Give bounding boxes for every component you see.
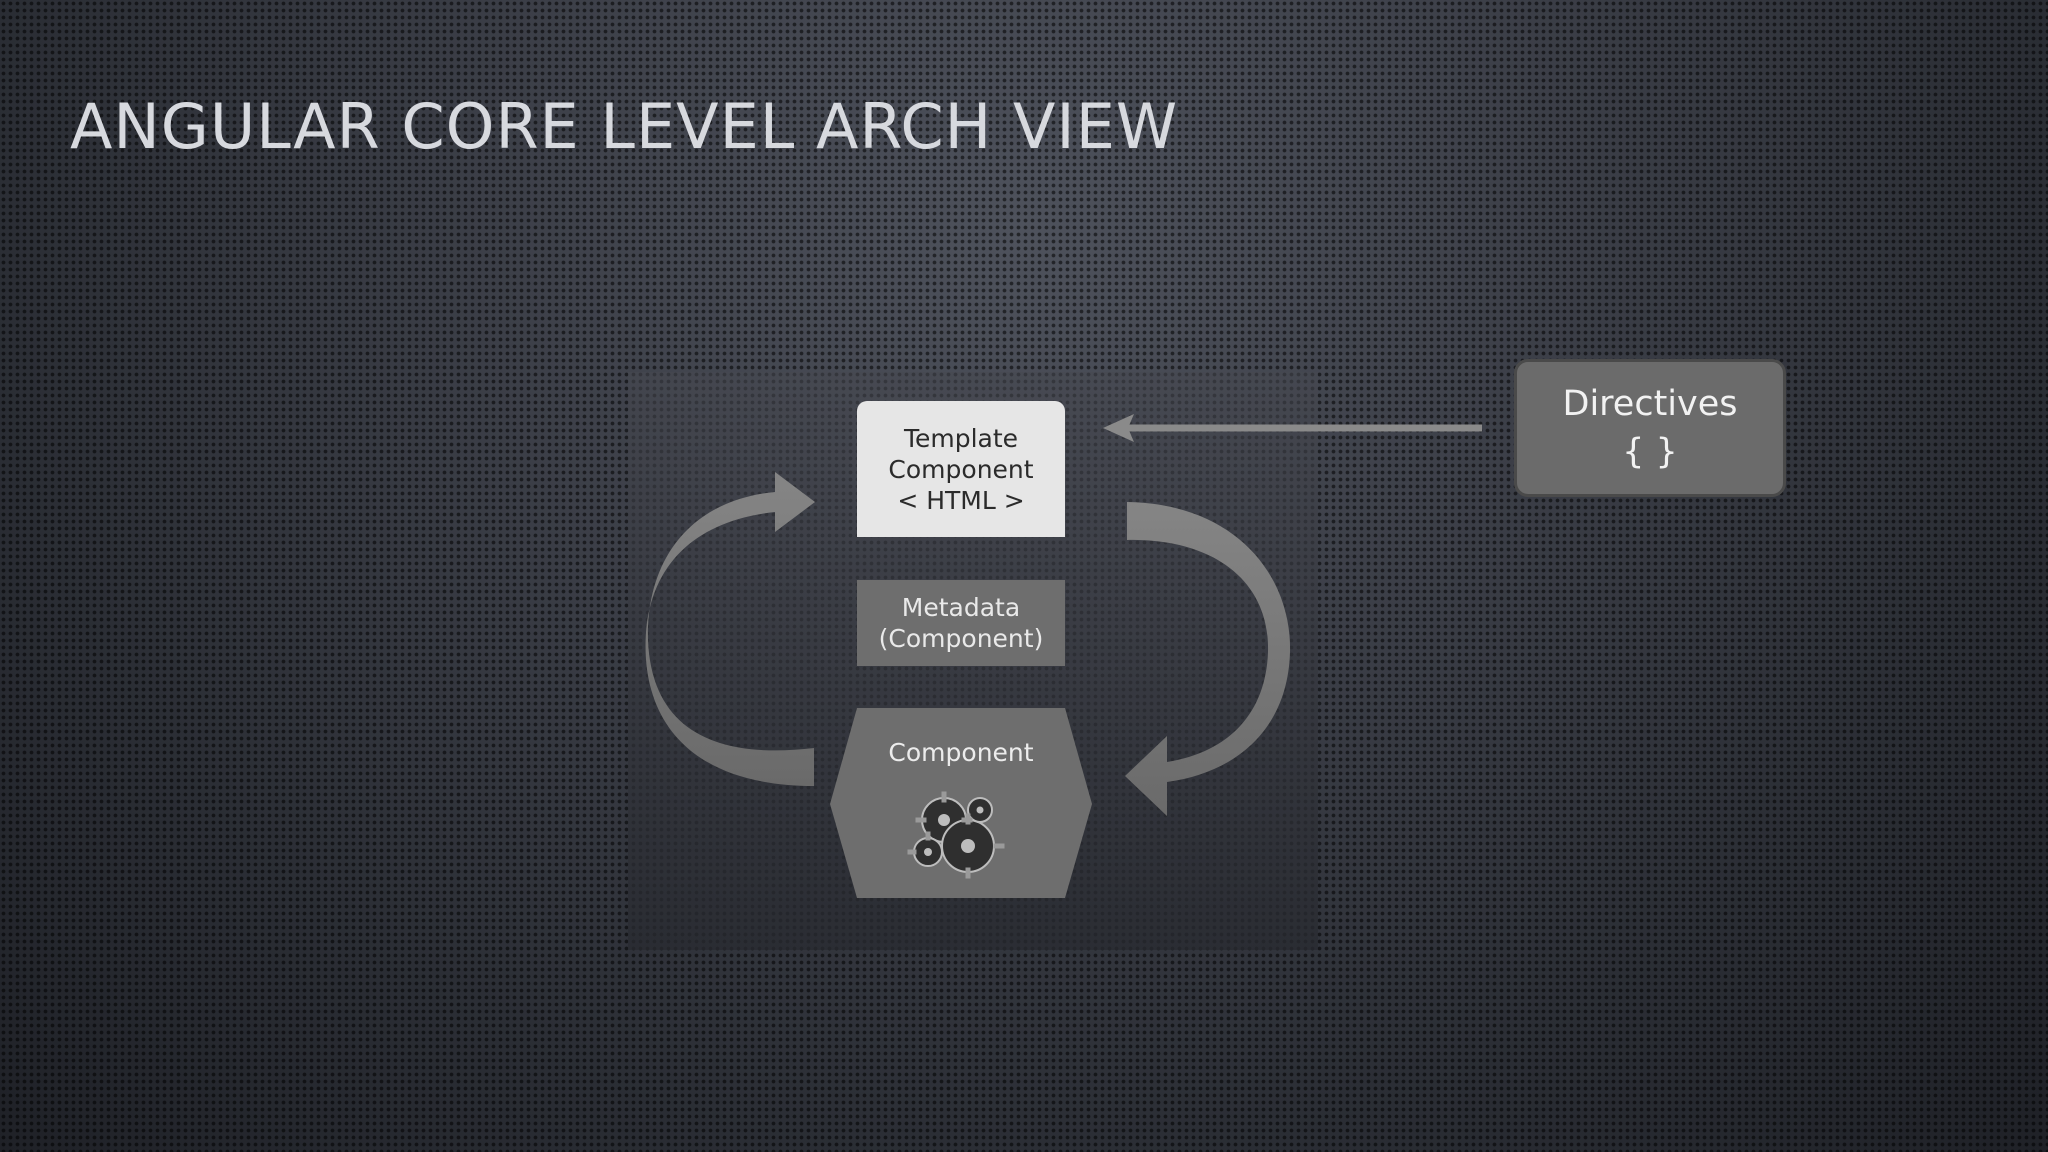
- metadata-component-box: Metadata (Component): [857, 580, 1065, 666]
- directives-box-line1: Directives: [1562, 384, 1738, 424]
- right-cycle-arrow: [1125, 502, 1291, 816]
- left-cycle-arrow: [645, 472, 815, 786]
- directives-box: Directives { }: [1514, 359, 1786, 497]
- metadata-box-line1: Metadata: [901, 593, 1021, 622]
- directives-box-line2: { }: [1622, 432, 1678, 472]
- component-label: Component: [888, 738, 1034, 767]
- template-box-line2: Component: [888, 454, 1034, 484]
- template-box-line3: < HTML >: [897, 485, 1025, 515]
- template-box-line1: Template: [903, 423, 1019, 453]
- template-component-box: Template Component < HTML >: [857, 401, 1065, 537]
- metadata-box-line2: (Component): [878, 624, 1044, 653]
- directives-arrow-head: [1103, 414, 1134, 442]
- slide-title: ANGULAR CORE LEVEL ARCH VIEW: [70, 90, 1179, 163]
- component-hexagon: [830, 708, 1092, 898]
- gears-icon: [907, 791, 1005, 879]
